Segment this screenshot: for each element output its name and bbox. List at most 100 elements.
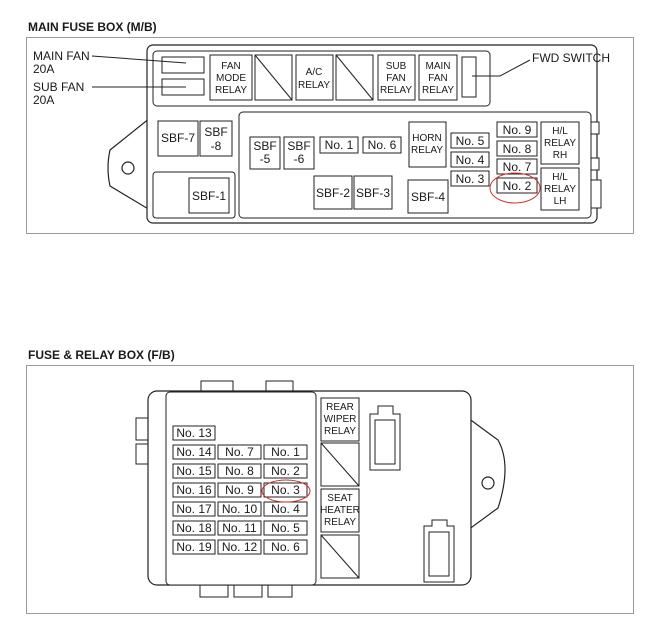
- fb-fuse-box-col1-2: [172, 482, 216, 498]
- fb-fuse-label-col1-0: No. 14: [176, 445, 212, 459]
- fwd-switch-callout-line: [472, 59, 531, 77]
- sbf-5: [249, 136, 281, 170]
- slot-2-diagonal: [335, 54, 374, 101]
- ac-relay-line2: RELAY: [298, 80, 330, 91]
- fb-fuse-box-col3-0: [263, 444, 308, 460]
- sbf-3-label: SBF-3: [356, 186, 390, 200]
- sbf-7-label: SBF-7: [161, 131, 195, 145]
- fb-slot-2-diagonal: [320, 534, 360, 579]
- horn-relay-line1: HORN: [412, 133, 441, 144]
- mb-fuse-no-5: [450, 132, 490, 149]
- fb-fuse-box-col3-2: [263, 482, 308, 498]
- main-fuse-box: FAN MODE RELAY A/C RELAY SUB FAN RELAY M…: [33, 44, 610, 224]
- sbf-5-label-2: -5: [260, 152, 271, 166]
- main-fan-relay: [418, 54, 458, 101]
- fb-fuse-label-col1-2: No. 16: [176, 483, 212, 497]
- mb-fuse-no-2: [496, 177, 538, 194]
- fb-fuse-label-col2-2: No. 9: [225, 483, 254, 497]
- fb-fuse-label-col2-5: No. 12: [222, 540, 258, 554]
- sbf-2-label: SBF-2: [316, 186, 350, 200]
- fb-fuse-label-col3-4: No. 5: [271, 521, 300, 535]
- sbf-5-label-1: SBF: [253, 139, 276, 153]
- main-fan-amps: 20A: [33, 62, 54, 76]
- ac-relay-line1: A/C: [306, 67, 323, 78]
- mb-fuse-no-3-label: No. 3: [456, 172, 485, 186]
- fb-fuse-label-col1-4: No. 18: [176, 521, 212, 535]
- hl-relay-rh-line3: RH: [553, 150, 567, 161]
- horn-relay-line2: RELAY: [411, 145, 443, 156]
- mounting-hole-left: [121, 161, 135, 175]
- fb-fuse-label-col2-0: No. 7: [225, 445, 254, 459]
- seat-heater-relay-line1: SEAT: [327, 493, 352, 504]
- side-tab-1: [590, 121, 600, 135]
- sbf-3: [353, 175, 393, 210]
- mb-fuse-no-1-label: No. 1: [325, 138, 354, 152]
- fb-fuse-box-col2-4: [217, 520, 262, 536]
- fb-fuse-label-col1-5: No. 19: [176, 540, 212, 554]
- fb-fuse-label-col2-4: No. 11: [222, 521, 257, 535]
- fwd-switch-label: FWD SWITCH: [532, 51, 610, 65]
- fwd-switch: [461, 56, 477, 98]
- hl-relay-lh-line1: H/L: [552, 172, 568, 183]
- seat-heater-relay: [320, 488, 360, 533]
- fan-mode-relay: [209, 54, 253, 101]
- mounting-hole-right: [481, 476, 495, 490]
- mb-fuse-no-6-label: No. 6: [368, 138, 397, 152]
- sub-fan-relay: [377, 54, 416, 101]
- sbf-6-label-2: -6: [294, 152, 305, 166]
- rear-wiper-relay-line2: WIPER: [324, 414, 357, 425]
- mb-fuse-no-2-label: No. 2: [503, 179, 532, 193]
- main-fan-relay-line2: FAN: [428, 73, 447, 84]
- fb-fuse-box-col3-4: [263, 520, 308, 536]
- main-fan-fuse: [161, 56, 205, 74]
- fb-fuse-label-col3-5: No. 6: [271, 540, 300, 554]
- rear-wiper-relay-line1: REAR: [326, 402, 354, 413]
- mb-fuse-no-7: [496, 158, 538, 175]
- fb-fuse-box-col1-0: [172, 444, 216, 460]
- sbf-6: [283, 136, 315, 170]
- fb-fuse-label-col3-2: No. 3: [271, 483, 300, 497]
- fb-fuse-box-col3-1: [263, 463, 308, 479]
- fb-fuse-label-col2-1: No. 8: [225, 464, 254, 478]
- mb-no-2-highlight-circle: [489, 172, 541, 204]
- sbf-7: [157, 120, 199, 157]
- fb-no-3-highlight-circle: [261, 479, 311, 503]
- main-fan-label: MAIN FAN: [33, 49, 90, 63]
- fb-fuse-box-col1-5: [172, 539, 216, 555]
- rear-wiper-relay: [320, 397, 360, 442]
- fb-fuse-label-col3-3: No. 4: [271, 502, 300, 516]
- sub-fan-relay-line1: SUB: [386, 61, 407, 72]
- mb-fuse-no-9: [496, 121, 538, 138]
- connector-top-inner: [374, 419, 396, 465]
- sbf-1: [188, 177, 230, 214]
- seat-heater-relay-line2: HEATER: [320, 505, 360, 516]
- sbf-8-label-2: -8: [211, 139, 222, 153]
- connector-bottom-inner: [428, 531, 450, 577]
- mounting-ear-right: [467, 416, 506, 532]
- main-fan-callout-line: [91, 55, 187, 64]
- fb-fuse-label-col1-1: No. 15: [176, 464, 212, 478]
- fb-fuse-box-col2-2: [217, 482, 262, 498]
- seat-heater-relay-line3: RELAY: [324, 517, 356, 528]
- fan-mode-relay-line2: MODE: [216, 73, 246, 84]
- mb-fuse-no-4: [450, 151, 490, 168]
- fb-fuse-box-col2-5: [217, 539, 262, 555]
- main-fuse-box-title: MAIN FUSE BOX (M/B): [28, 20, 157, 34]
- sbf-4: [407, 179, 449, 214]
- hl-relay-rh-line2: RELAY: [544, 138, 576, 149]
- fb-fuse-label-col3-1: No. 2: [271, 464, 300, 478]
- fb-fuse-box-col2-0: [217, 444, 262, 460]
- sub-fan-relay-line2: FAN: [386, 73, 405, 84]
- fb-fuse-label-col2-3: No. 10: [222, 502, 258, 516]
- fb-fuse-box-col1-4: [172, 520, 216, 536]
- sbf-8-label-1: SBF: [204, 125, 227, 139]
- fb-fuse-box-col1-1: [172, 463, 216, 479]
- fb-fuse-label-col1-3: No. 17: [176, 502, 212, 516]
- sbf-1-label: SBF-1: [192, 189, 226, 203]
- hl-relay-rh: [540, 121, 580, 165]
- sub-fan-relay-line3: RELAY: [380, 85, 412, 96]
- mb-fuse-no-8: [496, 140, 538, 157]
- fb-fuse-grid: No. 14 No. 15 No. 16 No. 17 No. 18 No. 19 No. …: [172, 444, 308, 555]
- sub-fan-amps: 20A: [33, 93, 54, 107]
